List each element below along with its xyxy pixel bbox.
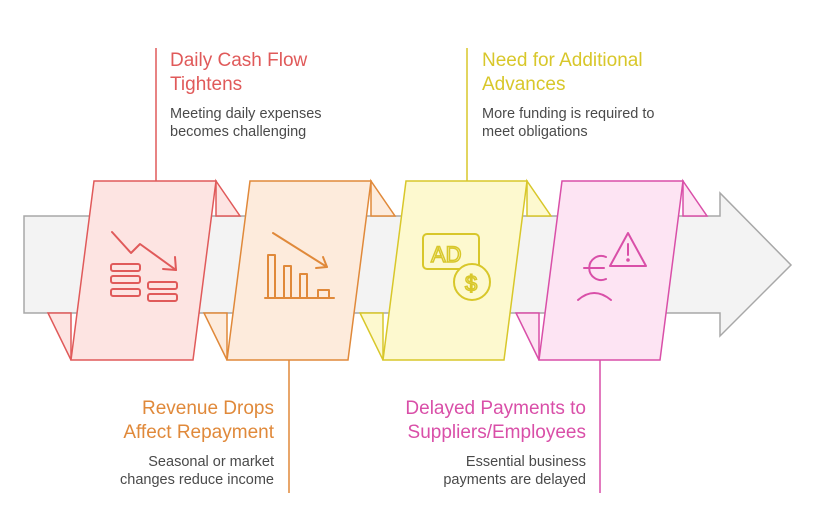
falling-coins-icon (110, 231, 178, 302)
callout-1: Daily Cash Flow Tightens Meeting daily e… (170, 49, 400, 141)
callout-2: Revenue Drops Affect Repayment Seasonal … (44, 397, 274, 489)
stage-card-2 (202, 178, 397, 361)
declining-bar-chart-icon (264, 232, 335, 299)
callout-3: Need for Additional Advances More fundin… (482, 49, 722, 141)
stage-4-title: Delayed Payments to Suppliers/Employees (405, 398, 586, 443)
stage-1-title: Daily Cash Flow Tightens (170, 50, 308, 95)
callout-4: Delayed Payments to Suppliers/Employees … (346, 397, 586, 489)
dollar-icon-text: $ (465, 271, 477, 296)
ad-icon-text: AD (431, 242, 462, 267)
stage-1-description: Meeting daily expenses becomes challengi… (170, 106, 322, 140)
stage-3-description: More funding is required to meet obligat… (482, 106, 655, 140)
stage-4-description: Essential business payments are delayed (443, 454, 586, 488)
person-warning-icon (577, 232, 647, 301)
stage-3-title: Need for Additional Advances (482, 50, 643, 95)
stage-card-4 (514, 178, 709, 361)
stage-2-description: Seasonal or market changes reduce income (120, 454, 274, 488)
ad-dollar-icon (422, 233, 491, 301)
stage-card-3: AD $ (358, 178, 553, 361)
stage-2-title: Revenue Drops Affect Repayment (123, 398, 274, 443)
stage-card-1 (46, 178, 242, 361)
